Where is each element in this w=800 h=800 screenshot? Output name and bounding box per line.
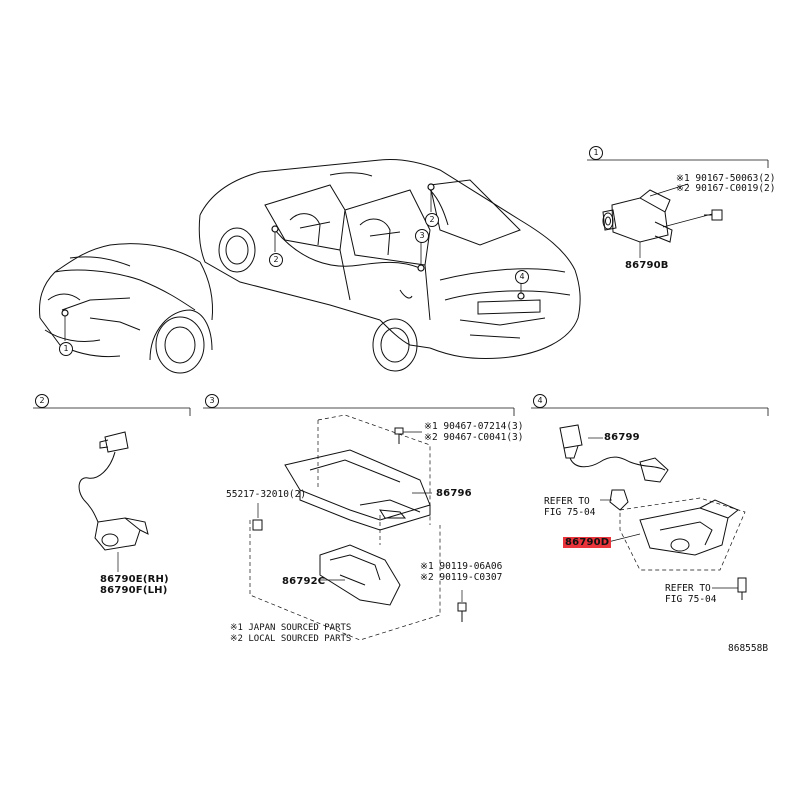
s1-note-1: ※1 90167-50063(2) [676,173,776,184]
section-4-badge: 4 [533,394,547,408]
s3-legend-2: ※2 LOCAL SOURCED PARTS [230,634,352,644]
s3-note-a2: ※2 90467-C0041(3) [424,432,524,443]
section-3-badge: 3 [205,394,219,408]
section-frames [33,159,769,416]
s1-camera-art [602,183,723,258]
main-car-illustration [198,159,581,372]
s1-note-2: ※2 90167-C0019(2) [676,183,776,194]
s4-refer-a-line2: FIG 75-04 [544,507,596,518]
s4-refer-a-line1: REFER TO [544,496,590,507]
s4-camera-art [559,424,747,600]
s3-bracket-art [249,414,467,641]
s3-note-b2: ※2 90119-C0307 [420,572,503,583]
s2-camera-art [78,431,149,572]
diagram-code: 868558B [728,643,769,654]
callout-4: 4 [515,270,529,284]
s2-part-rh: 86790E(RH) [100,574,169,585]
s3-legend-1: ※1 JAPAN SOURCED PARTS [230,623,352,633]
s3-clip-label: 55217-32010(2) [226,489,307,500]
s3-note-b1: ※1 90119-06A06 [420,561,503,572]
s3-note-a1: ※1 90467-07214(3) [424,421,524,432]
callout-2-rear-door: 2 [425,213,439,227]
s3-part-86796: 86796 [436,488,472,499]
s1-part-86790B: 86790B [625,260,669,271]
s4-part-86790D-highlighted: 86790D [563,537,612,548]
s4-refer-b-line2: FIG 75-04 [665,594,717,605]
callout-1-front: 1 [59,342,73,356]
s4-refer-b-line1: REFER TO [665,583,711,594]
s2-part-lh: 86790F(LH) [100,585,168,596]
s3-part-86792C: 86792C [282,576,326,587]
callout-leaders [64,187,522,341]
s4-part-86799: 86799 [604,432,640,443]
callout-3: 3 [415,229,429,243]
section-1-badge: 1 [589,146,603,160]
callout-2-front-door: 2 [269,253,283,267]
section-2-badge: 2 [35,394,49,408]
